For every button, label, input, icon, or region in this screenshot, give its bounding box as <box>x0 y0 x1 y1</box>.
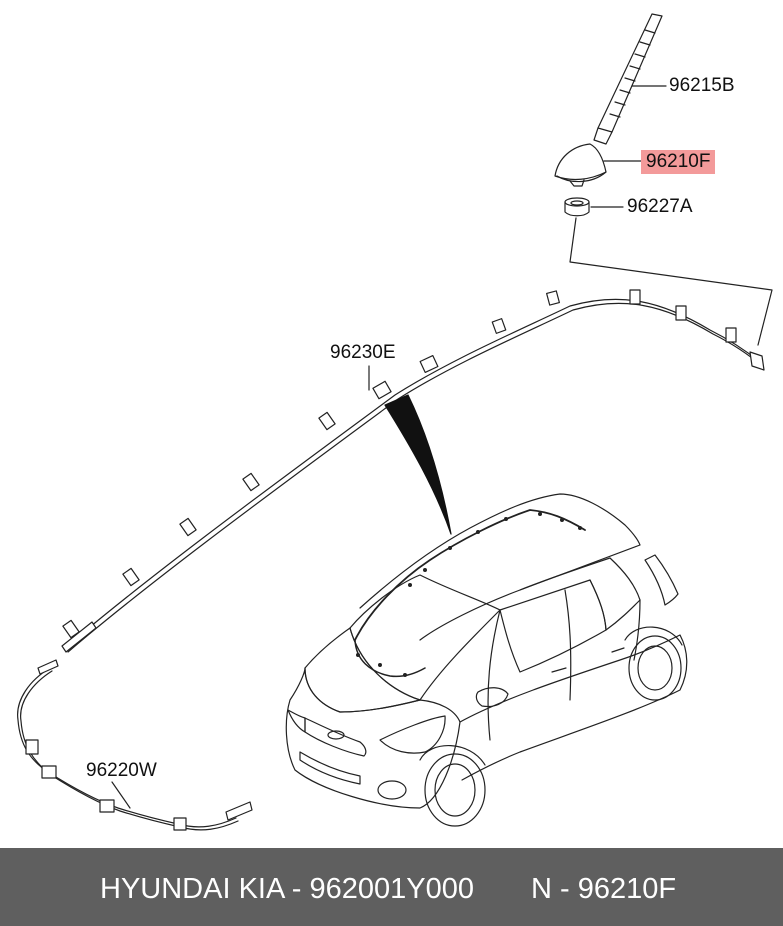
roof-cable <box>61 289 765 653</box>
car-illustration <box>285 493 688 827</box>
callout-96227a: 96227A <box>627 196 693 217</box>
location-pointer <box>384 394 452 535</box>
footer-bar: HYUNDAI KIA - 962001Y000 N - 96210F <box>0 848 783 926</box>
antenna-base <box>554 143 607 187</box>
footer-highlighted-part: N - 96210F <box>531 873 677 905</box>
antenna-nut <box>564 197 590 217</box>
antenna-whip <box>593 13 663 145</box>
leader-line-96220w <box>111 781 131 809</box>
footer-brand-part-number: HYUNDAI KIA - 962001Y000 <box>100 873 474 905</box>
callout-96230e: 96230E <box>330 342 396 363</box>
callout-96215b: 96215B <box>669 75 735 96</box>
parts-diagram <box>17 13 773 831</box>
callout-96210f: 96210F <box>641 150 716 174</box>
assembly-bracket-line <box>569 217 773 346</box>
feeder-cable <box>17 659 253 831</box>
callout-96220w: 96220W <box>86 760 157 781</box>
